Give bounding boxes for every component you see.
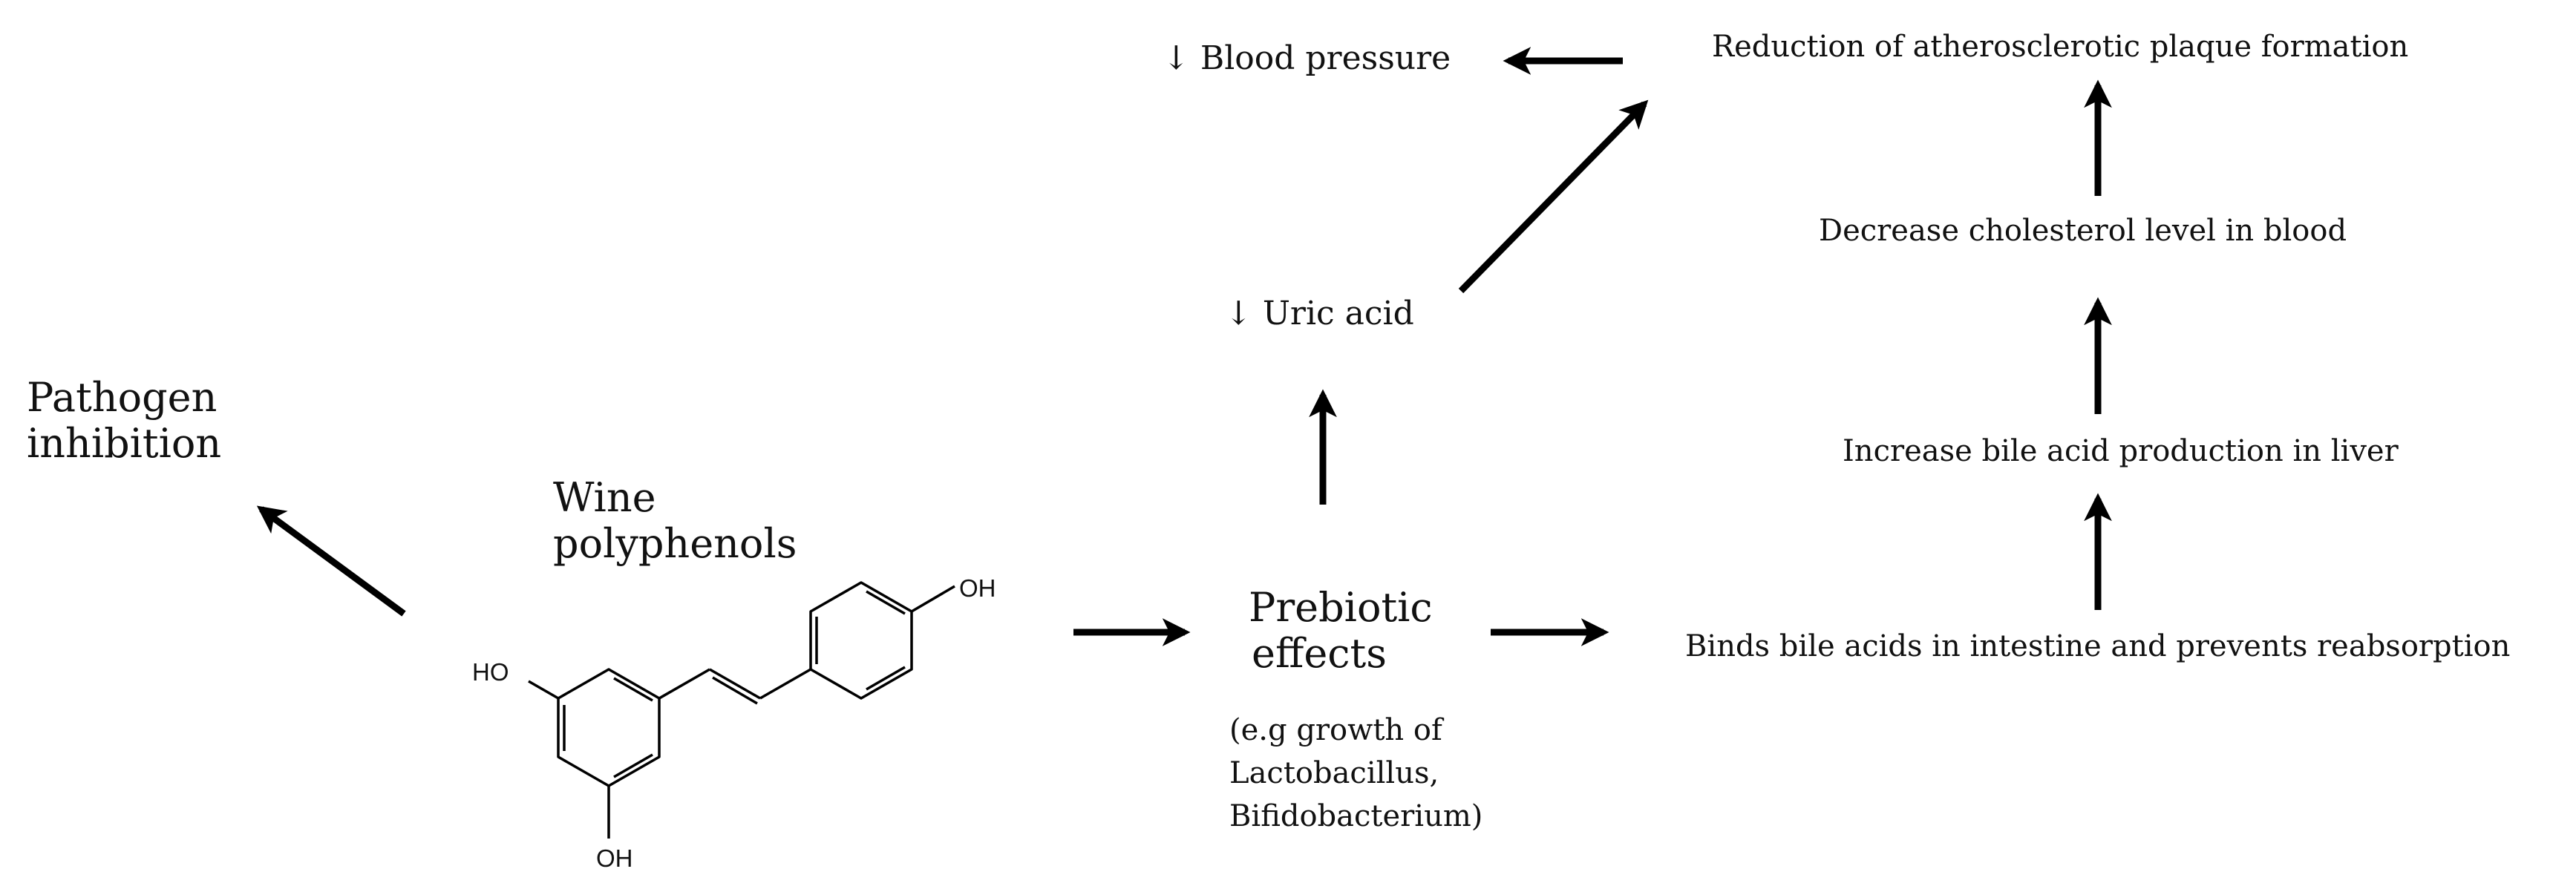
left-benzene-ring bbox=[557, 668, 661, 787]
wine-line-2: polyphenols bbox=[553, 520, 797, 568]
bile-production-label: Increase bile acid production in liver bbox=[1843, 434, 2399, 468]
vinyl-bond-1 bbox=[658, 668, 710, 700]
oh-substituent-right: OH bbox=[959, 574, 996, 602]
plaque-reduction-label: Reduction of atherosclerotic plaque form… bbox=[1712, 30, 2409, 64]
blood-pressure-label: ↓ Blood pressure bbox=[1163, 39, 1451, 77]
examples-line-2: Lactobacillus, bbox=[1229, 756, 1439, 790]
wine-line-1: Wine bbox=[553, 474, 656, 521]
examples-line-1: (e.g growth of bbox=[1229, 713, 1442, 747]
prebiotic-line-2: effects bbox=[1252, 630, 1387, 678]
vinyl-bond-2 bbox=[759, 668, 811, 700]
uric-acid-label: ↓ Uric acid bbox=[1225, 295, 1414, 332]
prebiotic-examples-label: (e.g growth of Lactobacillus, Bifidobact… bbox=[1229, 709, 1482, 838]
stilbene-structure bbox=[528, 581, 955, 839]
bile-binding-label: Binds bile acids in intestine and preven… bbox=[1685, 629, 2511, 663]
vinyl-double-bond bbox=[709, 668, 761, 700]
pathogen-line-1: Pathogen bbox=[27, 374, 218, 421]
ho-substituent-left: HO bbox=[472, 658, 509, 686]
arrow-to-pathogen-inhibition bbox=[256, 505, 406, 617]
pathogen-line-2: inhibition bbox=[27, 420, 222, 468]
prebiotic-line-1: Prebiotic bbox=[1249, 584, 1433, 631]
right-benzene-ring bbox=[809, 581, 913, 700]
arrow-uric-acid-to-plaque bbox=[1458, 99, 1649, 294]
pathogen-inhibition-label: Pathogen inhibition bbox=[27, 374, 222, 468]
examples-line-3: Bifidobacterium) bbox=[1229, 799, 1483, 833]
wine-polyphenols-label: Wine polyphenols bbox=[553, 474, 797, 568]
ho-bond bbox=[528, 680, 559, 700]
oh-substituent-bottom: OH bbox=[596, 844, 633, 872]
oh-bond-right bbox=[911, 585, 955, 613]
prebiotic-effects-label: Prebiotic effects bbox=[1249, 584, 1433, 678]
cholesterol-decrease-label: Decrease cholesterol level in blood bbox=[1819, 214, 2347, 248]
